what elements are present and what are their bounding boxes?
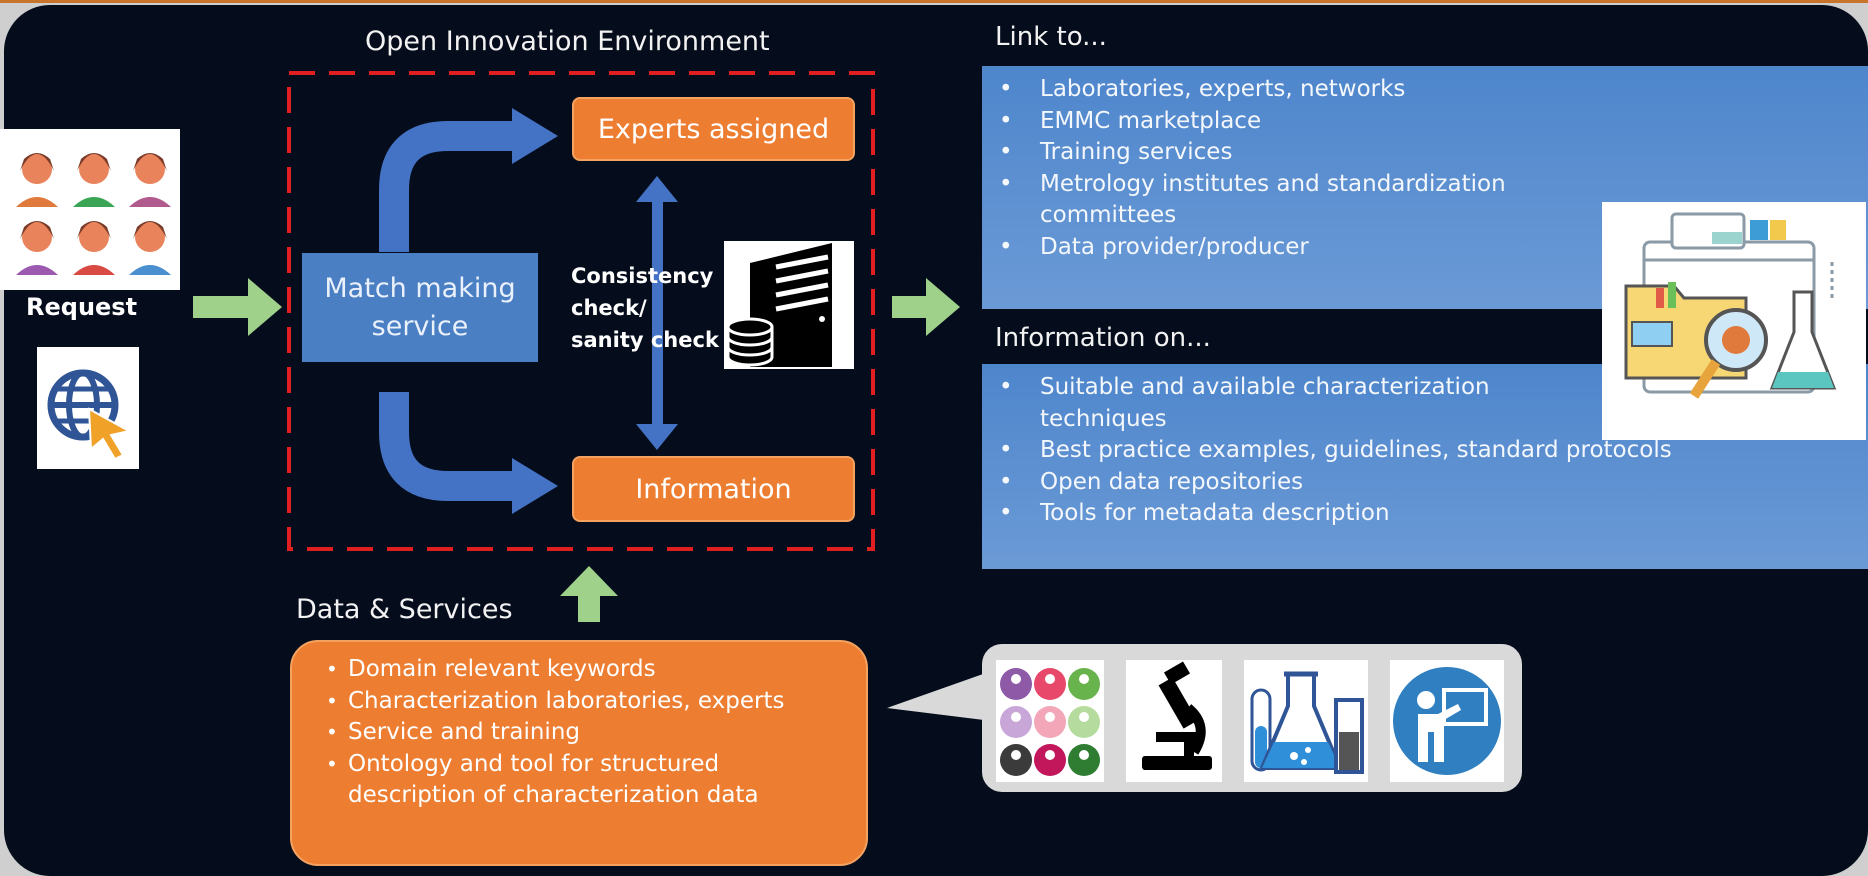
arrow-oie-to-links: [892, 278, 960, 336]
consistency-line1: Consistency: [571, 264, 714, 288]
analytics-lab-icon: [1602, 202, 1866, 440]
link-to-item: committees: [1040, 202, 1177, 228]
data-services-item: description of characterization data: [348, 782, 759, 809]
curved-arrow-to-information: [379, 392, 512, 501]
database-server-icon: [724, 241, 854, 369]
experts-assigned-box: Experts assigned: [572, 97, 855, 161]
lab-flasks-icon: [1244, 660, 1368, 782]
consistency-line2: check/: [571, 296, 647, 320]
arrow-data-to-oie: [560, 566, 618, 622]
data-services-item: Service and training: [292, 717, 866, 749]
top-border: [0, 0, 1868, 3]
link-to-item: EMMC marketplace: [982, 106, 1868, 138]
match-making-line2: service: [371, 310, 469, 342]
oie-title: Open Innovation Environment: [365, 26, 770, 57]
resources-icons-card: [982, 644, 1522, 792]
microscope-icon: [1126, 660, 1222, 782]
link-to-item: Data provider/producer: [982, 232, 1868, 264]
double-arrow-shaft: [652, 200, 663, 428]
information-on-item: Tools for metadata description: [982, 498, 1868, 530]
request-label: Request: [26, 293, 138, 321]
oie-dashed-border: [287, 71, 875, 551]
curved-arrow-to-experts: [379, 121, 512, 252]
link-to-item: Metrology institutes and standardization: [982, 169, 1868, 201]
link-to-list: Laboratories, experts, networksEMMC mark…: [982, 66, 1868, 263]
information-on-item: Open data repositories: [982, 467, 1868, 499]
people-group-icon: [0, 129, 180, 290]
data-services-item: Domain relevant keywords: [292, 654, 866, 686]
link-to-heading: Link to...: [995, 22, 1107, 52]
globe-cursor-icon: [37, 347, 139, 469]
data-services-item: Characterization laboratories, experts: [292, 686, 866, 718]
information-on-item: Suitable and available characterization: [982, 372, 1868, 404]
data-services-item: Ontology and tool for structured: [292, 749, 866, 781]
information-box: Information: [572, 456, 855, 522]
information-on-list: Suitable and available characterizationt…: [982, 364, 1868, 530]
link-to-item: Laboratories, experts, networks: [982, 74, 1868, 106]
arrow-request-to-match: [193, 278, 282, 336]
link-to-item: Training services: [982, 137, 1868, 169]
people-grid-icon: [996, 660, 1104, 782]
information-on-item: techniques: [1040, 405, 1167, 432]
teacher-board-icon: [1390, 660, 1504, 782]
callout-pointer: [887, 668, 1000, 722]
consistency-line3: sanity check: [571, 328, 719, 352]
match-making-line1: Match making: [324, 272, 516, 304]
consistency-check-label: Consistency check/ sanity check: [571, 260, 719, 356]
information-on-heading: Information on...: [995, 323, 1211, 353]
match-making-service-box: Match making service: [302, 253, 538, 362]
information-on-panel: Suitable and available characterizationt…: [982, 364, 1868, 569]
data-services-box: Domain relevant keywordsCharacterization…: [290, 640, 868, 866]
information-on-item: Best practice examples, guidelines, stan…: [982, 435, 1868, 467]
data-services-heading: Data & Services: [296, 594, 513, 625]
data-services-list: Domain relevant keywordsCharacterization…: [292, 642, 866, 812]
